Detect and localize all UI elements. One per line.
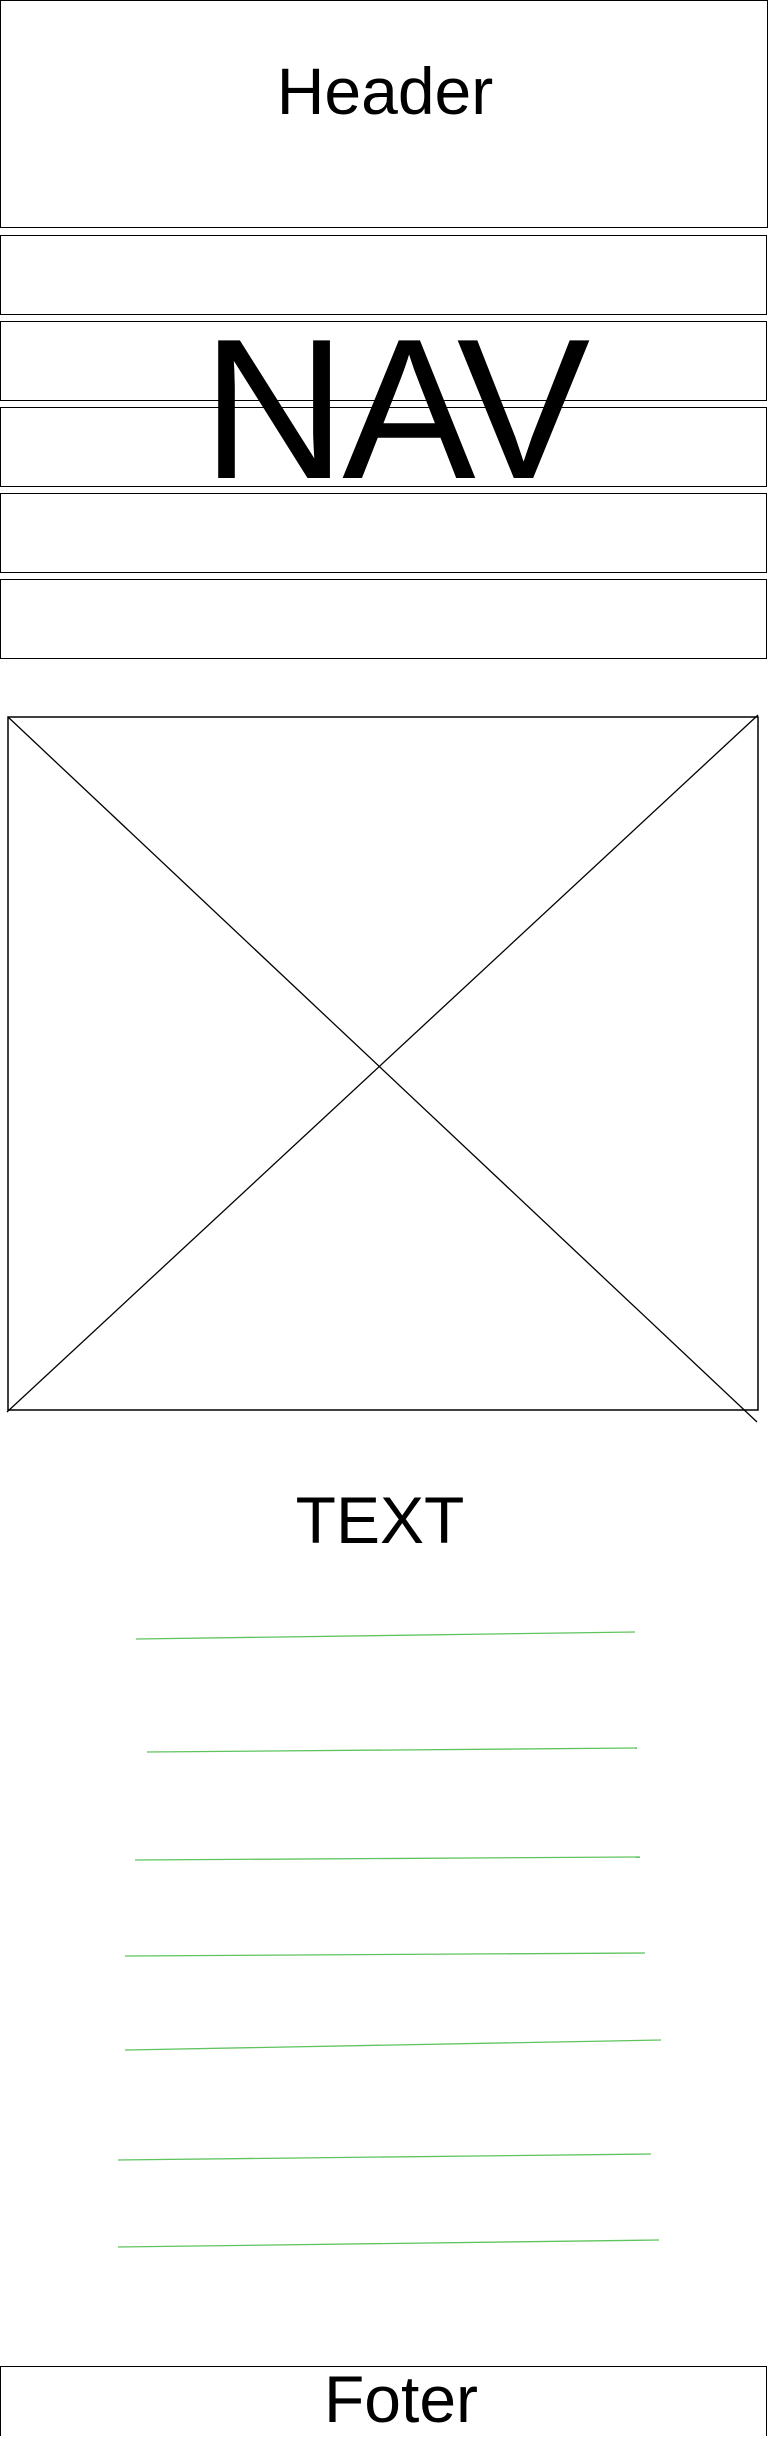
text-line	[146, 1747, 638, 1753]
text-line	[135, 1631, 636, 1640]
image-diagonal	[6, 714, 759, 1413]
text-line	[124, 2039, 662, 2051]
image-frame	[7, 716, 759, 1411]
nav-label: NAV	[201, 298, 590, 521]
header-box: Header	[0, 0, 768, 228]
nav-item[interactable]	[0, 579, 767, 659]
nav-item[interactable]	[0, 235, 767, 315]
text-line	[124, 1952, 646, 1957]
text-line	[134, 1856, 641, 1861]
image-placeholder-icon	[6, 714, 759, 1423]
footer-box: Foter	[0, 2362, 767, 2436]
nav-item[interactable]	[0, 493, 767, 573]
text-line	[117, 2239, 660, 2248]
header-label: Header	[276, 54, 494, 128]
text-line	[117, 2153, 652, 2161]
nav-item[interactable]	[0, 407, 767, 487]
nav-item[interactable]	[0, 321, 767, 401]
footer-label: Foter	[323, 2362, 479, 2436]
image-diagonal	[7, 716, 758, 1423]
text-placeholder-lines	[117, 1631, 662, 2248]
text-heading: TEXT	[295, 1483, 465, 1557]
